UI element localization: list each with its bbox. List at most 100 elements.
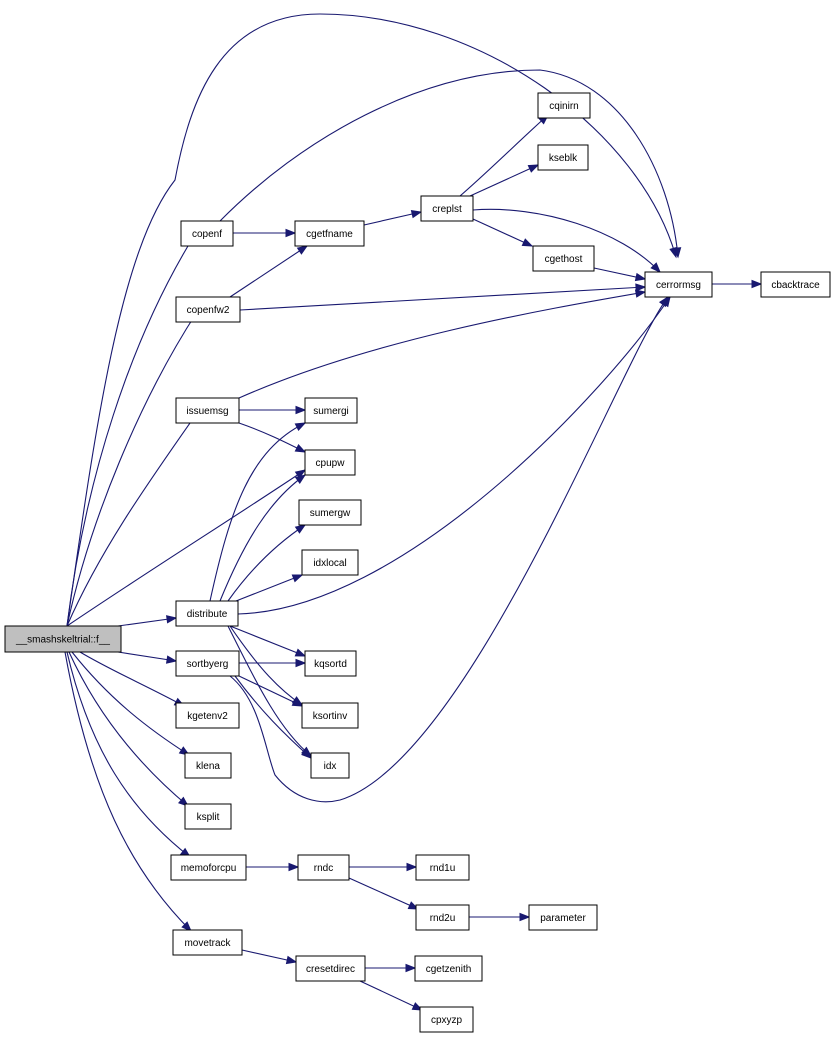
node-sortbyerg[interactable]: sortbyerg [175,650,240,677]
edge-line [79,651,185,707]
node-movetrack[interactable]: movetrack [172,929,243,956]
node-idxlocal[interactable]: idxlocal [301,549,359,576]
node-box [301,702,359,729]
edge-root-to-cpupw [66,469,307,627]
node-memoforcpu[interactable]: memoforcpu [170,854,247,881]
edge-line [66,651,191,858]
edge-root-to-copenf [66,234,195,627]
edge-line [348,877,419,910]
edge-issuemsg-to-cerrormsg [238,289,647,399]
node-label: kgetenv2 [187,711,228,722]
node-box [294,220,365,247]
edge-sortbyerg-to-ksortinv [238,675,304,707]
node-cbacktrace[interactable]: cbacktrace [760,271,831,298]
edge-line [227,625,312,757]
edge-line [234,675,312,759]
node-label: rnd1u [430,863,456,874]
arrowhead [166,615,178,624]
node-box [304,449,356,476]
edge-distribute-to-cpupw [219,474,307,602]
edge-line [229,245,308,298]
edge-line [359,980,423,1011]
edge-line [219,69,679,258]
node-cgethost[interactable]: cgethost [532,245,595,272]
edge-root-to-memoforcpu [66,651,192,858]
node-cresetdirec[interactable]: cresetdirec [295,955,366,982]
node-box [537,144,589,171]
node-creplst[interactable]: creplst [420,195,474,222]
edge-line [239,286,646,311]
node-label: __smashskeltrial::f__ [15,635,110,646]
node-box [414,955,483,982]
node-kseblk[interactable]: kseblk [537,144,589,171]
edge-line [117,617,177,627]
edge-creplst-to-kseblk [469,164,540,197]
node-cgetzenith[interactable]: cgetzenith [414,955,483,982]
arrowhead [634,289,647,298]
node-rndc[interactable]: rndc [297,854,350,881]
edge-root-to-sortbyerg [117,651,178,664]
node-rnd2u[interactable]: rnd2u [415,904,470,931]
node-distribute[interactable]: distribute [175,600,239,627]
node-label: cqinirn [549,101,578,112]
arrowhead [294,422,307,432]
edge-copenfw2-to-cgetfname [229,245,309,298]
edge-rndc-to-rnd2u [348,877,420,910]
node-cerrormsg[interactable]: cerrormsg [644,271,713,298]
node-ksortinv[interactable]: ksortinv [301,702,359,729]
node-label: cgetfname [306,229,353,240]
arrowhead [165,655,178,664]
node-box [175,397,240,424]
edge-line [229,625,303,706]
arrowhead [295,405,307,415]
node-cpupw[interactable]: cpupw [304,449,356,476]
node-copenf[interactable]: copenf [180,220,234,247]
node-sumergw[interactable]: sumergw [298,499,362,526]
arrowhead [291,574,304,583]
node-cpxyzp[interactable]: cpxyzp [419,1006,474,1033]
node-sumergi[interactable]: sumergi [304,397,358,424]
arrowhead [672,247,682,259]
edge-line [66,412,198,627]
node-root[interactable]: __smashskeltrial::f__ [4,625,122,653]
arrowhead [301,748,313,759]
node-box [528,904,598,931]
edge-line [66,311,198,627]
edge-line [235,574,303,602]
node-parameter[interactable]: parameter [528,904,598,931]
node-label: cpxyzp [431,1015,463,1026]
edge-line [472,208,661,273]
arrowhead [635,283,647,292]
node-box [537,92,591,119]
arrowhead [410,209,423,219]
node-rnd1u[interactable]: rnd1u [415,854,470,881]
node-cgetfname[interactable]: cgetfname [294,220,365,247]
node-ksplit[interactable]: ksplit [184,803,232,830]
node-label: copenf [192,229,222,240]
node-kgetenv2[interactable]: kgetenv2 [175,702,240,729]
node-label: rnd2u [430,913,456,924]
node-issuemsg[interactable]: issuemsg [175,397,240,424]
node-label: cbacktrace [771,280,820,291]
node-label: creplst [432,204,462,215]
node-klena[interactable]: klena [184,752,232,779]
node-cqinirn[interactable]: cqinirn [537,92,591,119]
node-kqsortd[interactable]: kqsortd [304,650,357,677]
arrowhead [294,474,307,484]
node-label: cerrormsg [656,280,701,291]
edge-cresetdirec-to-cpxyzp [359,980,424,1011]
node-box [172,929,243,956]
node-idx[interactable]: idx [310,752,350,779]
edge-line [237,296,671,615]
node-box [310,752,350,779]
node-box [175,600,239,627]
arrowhead [519,912,531,922]
edge-line [238,291,646,399]
edge-line [472,218,533,247]
node-label: movetrack [184,938,231,949]
edge-line [229,296,669,803]
node-box [4,625,122,653]
node-layer: __smashskeltrial::f__ copenfcopenfw2issue… [4,92,831,1033]
node-box [420,195,474,222]
node-copenfw2[interactable]: copenfw2 [175,296,241,323]
